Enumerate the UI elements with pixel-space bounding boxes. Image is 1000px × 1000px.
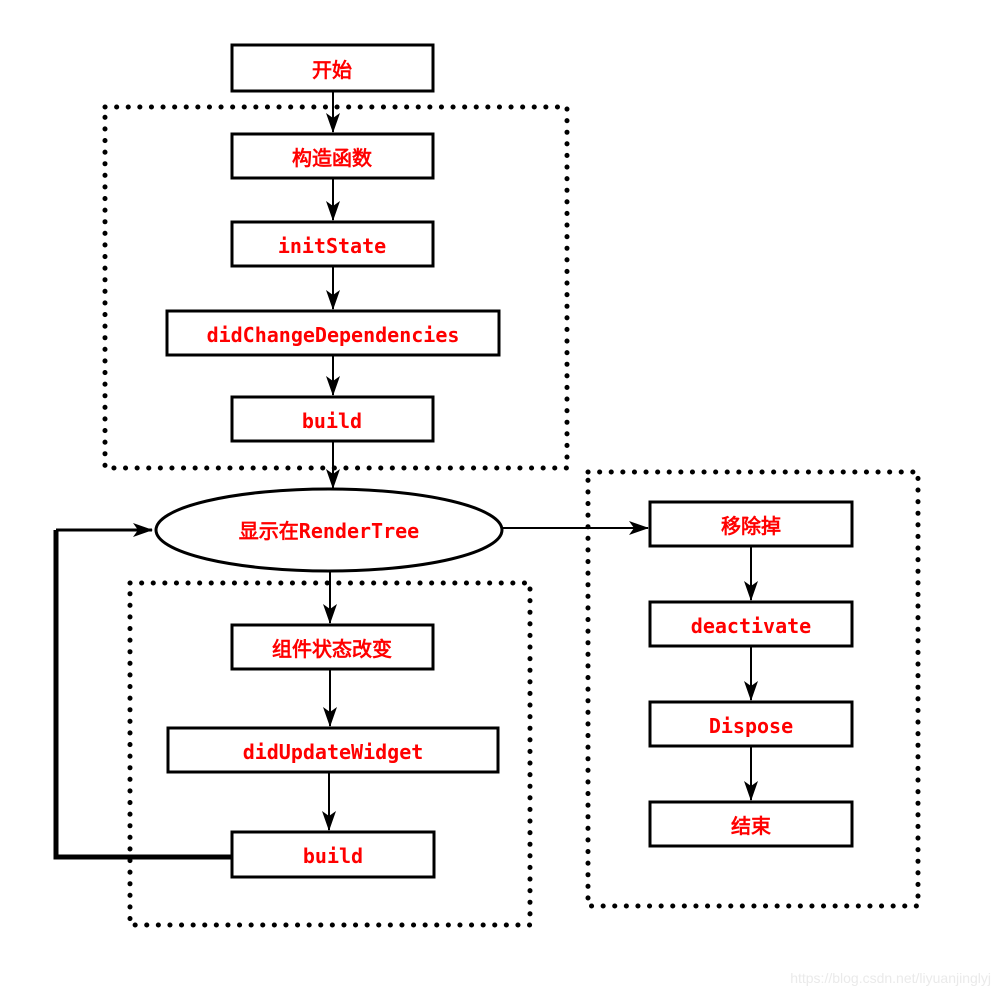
feedback-loop-line bbox=[53, 530, 233, 860]
node-init-state-box bbox=[230, 220, 435, 268]
node-build-again: build bbox=[230, 830, 436, 879]
node-end-label: 结束 bbox=[731, 814, 772, 838]
node-did-update-widget: didUpdateWidget bbox=[166, 726, 500, 774]
node-init-state-label: initState bbox=[278, 234, 386, 258]
node-render-tree-ellipse bbox=[154, 487, 504, 573]
node-init-state: initState bbox=[230, 220, 435, 268]
feedback-loop bbox=[53, 523, 233, 860]
node-dispose-box bbox=[648, 700, 854, 748]
node-render-tree: 显示在RenderTree bbox=[154, 487, 504, 573]
node-render-tree-label: 显示在RenderTree bbox=[239, 519, 419, 543]
node-state-change-label: 组件状态改变 bbox=[272, 637, 392, 661]
node-start-box bbox=[230, 43, 435, 93]
node-build-first: build bbox=[230, 395, 435, 443]
node-remove-label: 移除掉 bbox=[721, 514, 781, 538]
node-start-label: 开始 bbox=[312, 58, 352, 82]
node-dispose: Dispose bbox=[648, 700, 854, 748]
node-constructor: 构造函数 bbox=[230, 132, 435, 180]
node-remove: 移除掉 bbox=[648, 500, 854, 548]
node-did-change-dependencies: didChangeDependencies bbox=[165, 309, 501, 357]
node-build-again-label: build bbox=[303, 844, 363, 868]
node-did-update-widget-label: didUpdateWidget bbox=[243, 740, 424, 764]
watermark-text: https://blog.csdn.net/liyuanjinglyj bbox=[790, 970, 991, 986]
node-build-again-box bbox=[230, 830, 436, 879]
flow-nodes: 开始 构造函数 initState didChangeDependencies … bbox=[154, 43, 854, 879]
update-phase-dotted-container bbox=[127, 580, 533, 928]
dotted-containers bbox=[102, 104, 921, 928]
node-end-box bbox=[648, 800, 854, 848]
node-did-change-dependencies-label: didChangeDependencies bbox=[207, 323, 460, 347]
node-remove-box bbox=[648, 500, 854, 548]
node-did-change-dependencies-box bbox=[165, 309, 501, 357]
node-state-change: 组件状态改变 bbox=[230, 623, 435, 671]
flow-arrows bbox=[322, 91, 758, 831]
init-phase-dotted-container bbox=[102, 104, 570, 471]
node-constructor-box bbox=[230, 132, 435, 180]
node-constructor-label: 构造函数 bbox=[292, 146, 373, 170]
node-start: 开始 bbox=[230, 43, 435, 93]
node-dispose-label: Dispose bbox=[709, 714, 793, 738]
node-deactivate: deactivate bbox=[648, 600, 854, 648]
node-end: 结束 bbox=[648, 800, 854, 848]
node-deactivate-label: deactivate bbox=[691, 614, 811, 638]
node-build-first-label: build bbox=[302, 409, 362, 433]
node-state-change-box bbox=[230, 623, 435, 671]
node-did-update-widget-box bbox=[166, 726, 500, 774]
destroy-phase-dotted-container bbox=[585, 469, 921, 909]
node-build-first-box bbox=[230, 395, 435, 443]
node-deactivate-box bbox=[648, 600, 854, 648]
